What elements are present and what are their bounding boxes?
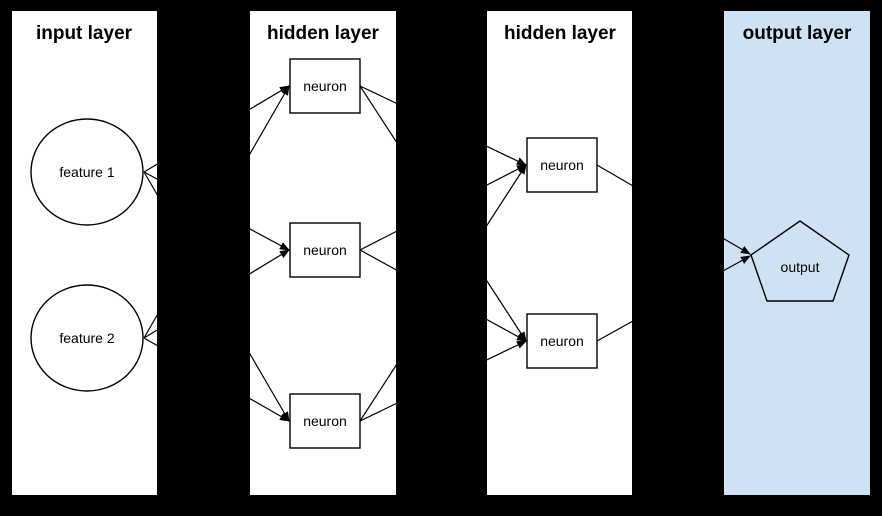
- output-node: [750, 220, 850, 302]
- edge-h1n1-h2n1: [359, 85, 527, 166]
- panel-input-layer: [12, 11, 157, 495]
- output-label: output: [781, 259, 820, 275]
- hidden2-neuron-2-node: [526, 313, 598, 369]
- edge-h1n2-h2n1: [359, 164, 527, 251]
- edge-feature1-h1n3: [143, 171, 290, 422]
- feature-2-node: [30, 284, 144, 392]
- hidden1-neuron-3-label: neuron: [303, 413, 347, 429]
- hidden2-neuron-1-node: [526, 137, 598, 193]
- hidden-layer-2-title: hidden layer: [504, 23, 617, 44]
- edge-h1n3-h2n1: [359, 164, 527, 422]
- edge-feature2-h1n2: [143, 249, 290, 339]
- hidden1-neuron-2-label: neuron: [303, 242, 347, 258]
- hidden1-neuron-1-node: [289, 58, 361, 114]
- feature-1-label: feature 1: [59, 164, 114, 180]
- feature-2-label: feature 2: [59, 330, 114, 346]
- edge-h1n2-h2n2: [359, 249, 527, 342]
- edge-h2n2-output: [596, 255, 751, 342]
- connection-arrows: [143, 85, 751, 422]
- hidden2-neuron-2-label: neuron: [540, 333, 584, 349]
- hidden-layer-1-title: hidden layer: [267, 23, 380, 44]
- edge-h2n1-output: [596, 164, 751, 255]
- edge-h1n3-h2n2: [359, 340, 527, 422]
- output-layer-title: output layer: [743, 23, 852, 44]
- panel-hidden-layer-2: [487, 11, 632, 495]
- edge-h1n1-h2n2: [359, 85, 527, 342]
- hidden1-neuron-1-label: neuron: [303, 78, 347, 94]
- hidden2-neuron-1-label: neuron: [540, 157, 584, 173]
- edge-feature1-h1n1: [143, 85, 290, 173]
- hidden1-neuron-3-node: [289, 393, 361, 449]
- edge-feature2-h1n1: [143, 85, 290, 339]
- edge-feature2-h1n3: [143, 337, 290, 422]
- hidden1-neuron-2-node: [289, 222, 361, 278]
- input-layer-title: input layer: [36, 23, 133, 44]
- feature-1-node: [30, 118, 144, 226]
